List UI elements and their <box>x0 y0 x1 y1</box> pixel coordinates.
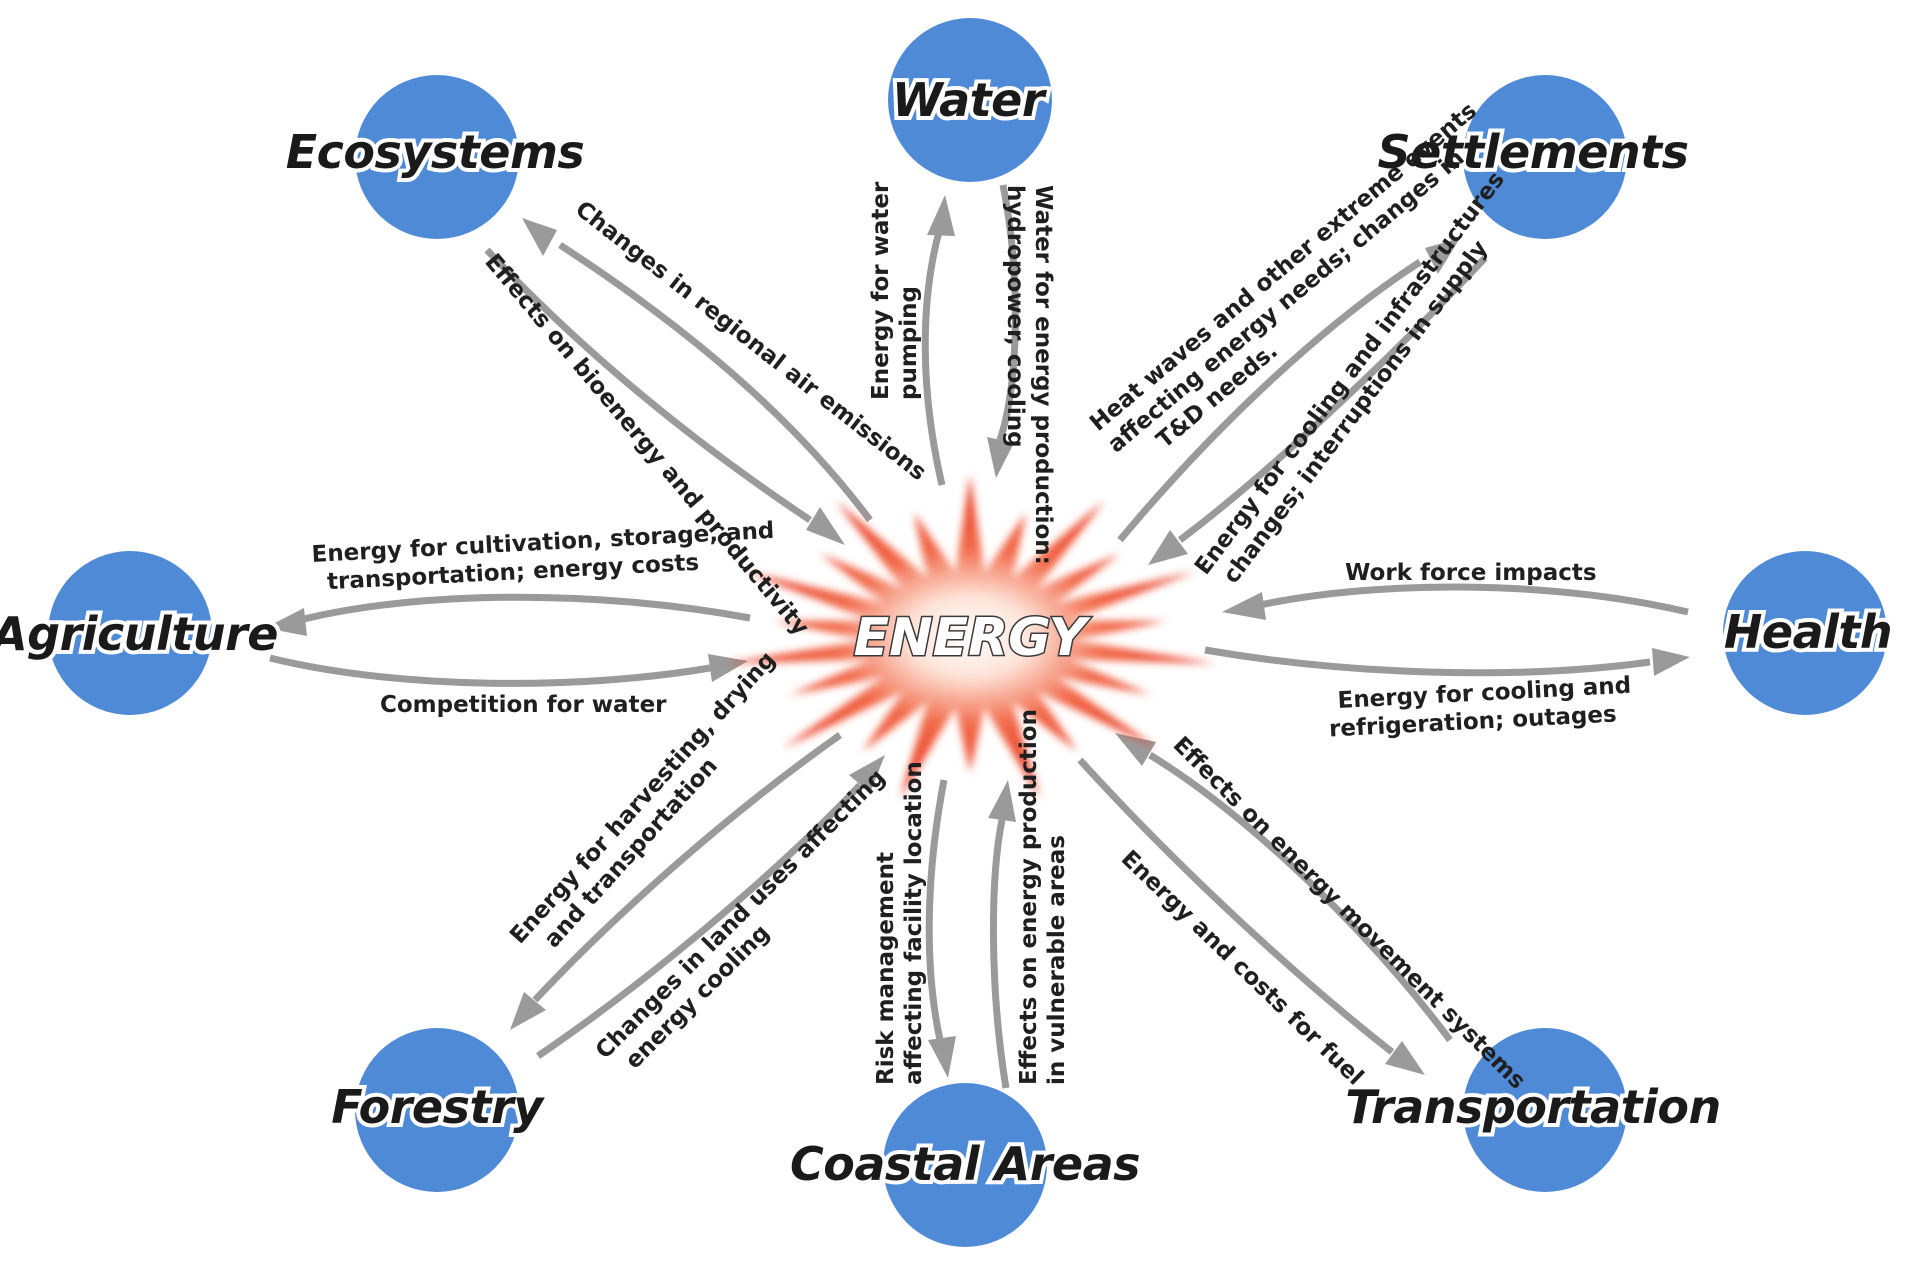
arrowhead-transportation-out <box>1385 1041 1425 1075</box>
label-agriculture-out: Energy for cultivation, storage, and tra… <box>311 517 784 596</box>
arrowhead-health-in <box>1222 592 1266 620</box>
center-energy-label: ENERGY <box>854 608 1092 668</box>
arrow-agriculture-to-energy <box>270 658 710 683</box>
label-coastal-out-line1: Risk management <box>873 852 899 1085</box>
label-coastal-out: Risk management affecting facility locat… <box>873 761 927 1085</box>
label-water-in-line2: hydropower, cooling <box>1002 185 1028 448</box>
label-coastal-in-line1: Effects on energy production <box>1016 709 1042 1085</box>
arrow-energy-to-agriculture <box>300 597 750 620</box>
label-health-out: Energy for cooling and refrigeration; ou… <box>1327 672 1641 742</box>
node-label-agriculture: Agriculture <box>0 607 278 661</box>
label-agriculture-in: Competition for water <box>380 692 667 718</box>
node-label-transportation: Transportation <box>1345 1080 1721 1134</box>
label-water-in: Water for energy production: hydropower,… <box>1002 185 1056 573</box>
arrow-energy-to-coastal <box>929 780 944 1040</box>
label-water-out-line1: Energy for water <box>868 181 894 400</box>
arrowhead-water-out <box>927 195 955 236</box>
label-water-out: Energy for water pumping <box>868 174 922 400</box>
arrowhead-ecosystems-out <box>522 218 557 256</box>
node-label-ecosystems: Ecosystems <box>286 125 585 179</box>
node-label-water: Water <box>892 73 1048 127</box>
label-health-in-line1: Work force impacts <box>1345 560 1597 586</box>
label-water-out-line2: pumping <box>896 286 922 400</box>
node-label-forestry: Forestry <box>331 1080 545 1134</box>
arrow-transportation-to-energy <box>1150 755 1450 1040</box>
label-transportation-in-line1: Effects on energy movement systems <box>1168 732 1531 1095</box>
label-forestry-out-line2: and transportation <box>539 753 723 953</box>
node-label-health: Health <box>1724 605 1892 659</box>
label-health-in: Work force impacts <box>1345 560 1597 586</box>
arrow-energy-to-water <box>925 228 942 485</box>
label-agriculture-in-line1: Competition for water <box>380 692 667 718</box>
node-label-coastal-areas: Coastal Areas <box>790 1137 1140 1191</box>
arrowhead-coastal-out <box>928 1036 956 1078</box>
label-water-in-line1: Water for energy production: <box>1030 185 1056 565</box>
arrowhead-health-out <box>1652 648 1690 676</box>
arrow-ecosystems-to-energy <box>487 250 810 520</box>
arrowhead-coastal-in <box>988 780 1016 822</box>
label-forestry-out: Energy for harvesting, drying and transp… <box>505 641 807 968</box>
label-coastal-in: Effects on energy production in vulnerab… <box>1016 701 1070 1085</box>
arrow-health-to-energy <box>1260 587 1688 612</box>
arrow-coastal-to-energy <box>993 820 1006 1088</box>
arrow-energy-to-health <box>1205 650 1650 673</box>
label-coastal-in-line2: in vulnerable areas <box>1044 835 1070 1085</box>
label-transportation-in: Effects on energy movement systems <box>1168 732 1531 1095</box>
label-coastal-out-line2: affecting facility location <box>901 761 927 1085</box>
arrowhead-ecosystems-in <box>806 507 845 545</box>
